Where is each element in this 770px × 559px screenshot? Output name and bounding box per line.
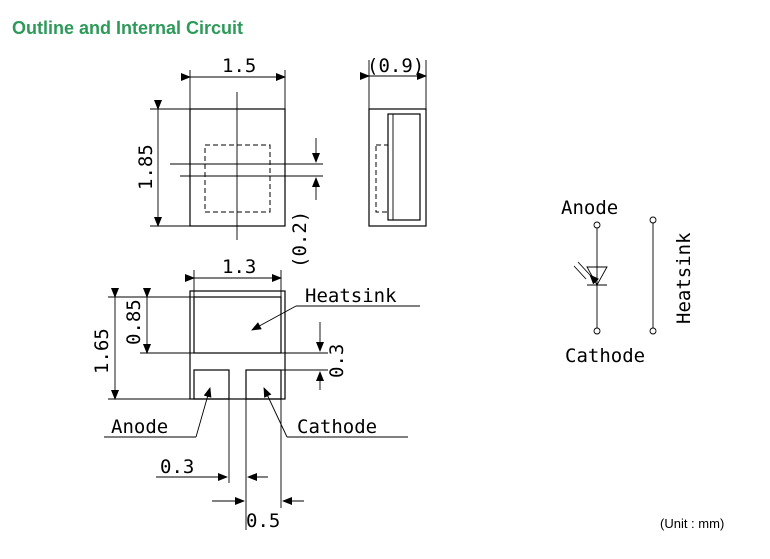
bottom-view-body: [189, 290, 286, 400]
top-width-label: 1.5: [222, 55, 256, 77]
top-height-label: 1.85: [135, 144, 157, 190]
heatsink-pad: [193, 296, 282, 354]
top-offset-label: (0.2): [289, 211, 311, 268]
top-view-body: [189, 108, 286, 227]
heatsink-height-label: 0.85: [123, 299, 145, 345]
cathode-terminal: [593, 327, 601, 335]
cathode-pad-label: Cathode: [297, 416, 377, 438]
circuit-heatsink-label: Heatsink: [673, 232, 695, 324]
heatsink-terminal-bottom: [649, 327, 657, 335]
bottom-height-label: 1.65: [91, 328, 113, 374]
pad-width-label: 0.3: [160, 456, 194, 478]
bottom-width-label: 1.3: [222, 256, 256, 278]
pad-pitch-label: 0.5: [246, 510, 280, 532]
anode-pad-label: Anode: [111, 416, 168, 438]
top-view: 1.5 1.85 (0.2): [135, 55, 323, 268]
page-title: Outline and Internal Circuit: [12, 18, 244, 38]
side-view-body: [368, 108, 427, 227]
circuit-cathode-label: Cathode: [565, 345, 645, 367]
side-view: (0.9): [360, 55, 427, 227]
bottom-view: 1.3 1.65 0.85 0.3 Heatsink Anode Cathode: [91, 256, 420, 532]
cathode-pad: [245, 369, 282, 400]
internal-circuit: Anode Cathode Heatsink: [561, 197, 695, 367]
unit-note: (Unit : mm): [660, 516, 725, 531]
top-view-die-outline: [204, 144, 271, 213]
anode-terminal: [593, 221, 601, 229]
side-thickness-label: (0.9): [367, 55, 424, 77]
circuit-anode-label: Anode: [561, 197, 618, 219]
gap-label: 0.3: [326, 344, 348, 378]
heatsink-label: Heatsink: [305, 285, 397, 307]
heatsink-terminal-top: [649, 216, 657, 224]
anode-pad: [193, 369, 230, 400]
